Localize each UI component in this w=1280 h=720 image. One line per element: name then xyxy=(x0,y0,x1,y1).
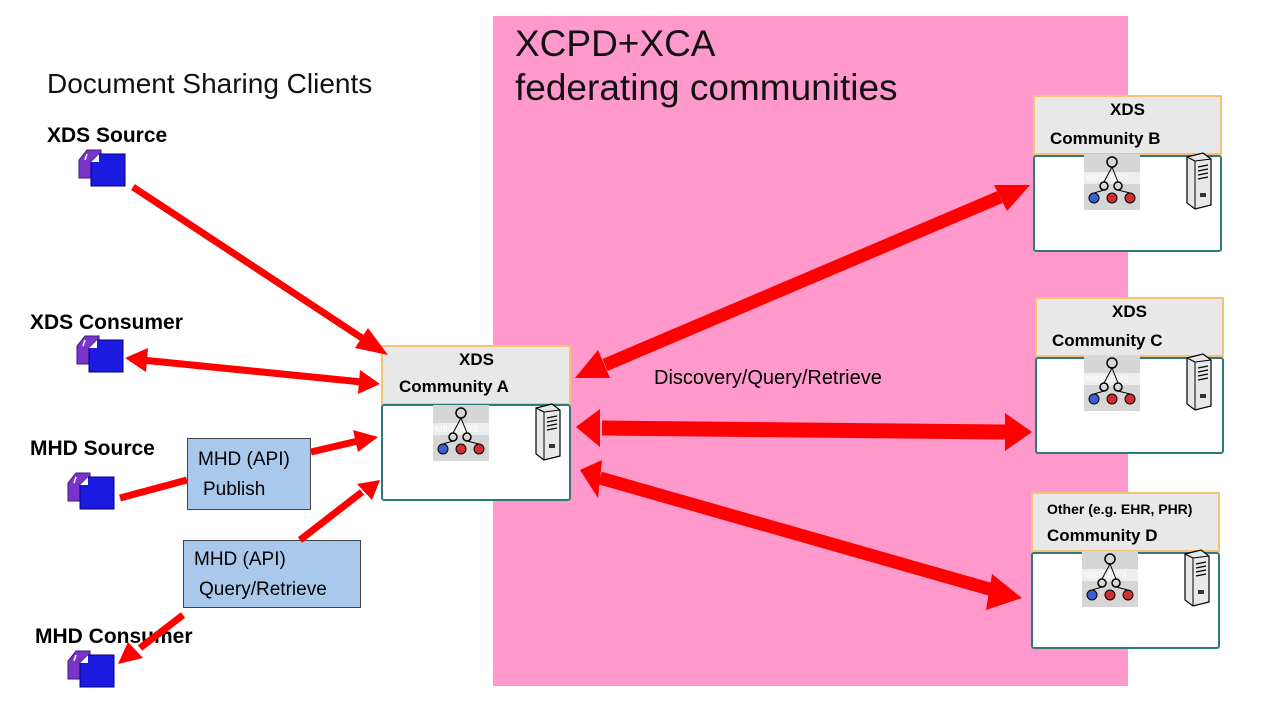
arrow-mhd-consumer-a xyxy=(137,612,186,651)
community-c-name: Community C xyxy=(1052,331,1163,350)
community-c-registry-icon xyxy=(1083,354,1141,412)
community-b-name: Community B xyxy=(1050,129,1161,148)
mhd-publish-box: MHD (API) Publish xyxy=(187,438,311,510)
arrow-mhd-source-a xyxy=(119,476,188,502)
community-d-type: Other (e.g. EHR, PHR) xyxy=(1047,501,1193,517)
federation-region xyxy=(493,16,1128,686)
community-a-server-icon xyxy=(535,403,561,461)
mhd-source-icon xyxy=(67,472,115,510)
community-c-type: XDS xyxy=(1112,302,1147,321)
arrow-a-to-c xyxy=(601,420,1006,440)
community-d-header: Other (e.g. EHR, PHR) Community D xyxy=(1031,492,1220,552)
mhd-consumer-icon xyxy=(67,650,115,688)
mhd-query-line-2: Query/Retrieve xyxy=(199,579,327,600)
arrow-mhd-consumer-b xyxy=(297,489,365,543)
diagram-title: XCPD+XCA federating communities xyxy=(515,22,898,110)
xds-consumer-label: XDS Consumer xyxy=(30,311,183,334)
mhd-source-label: MHD Source xyxy=(30,437,155,460)
arrow-xds-consumer xyxy=(141,356,363,386)
xds-source-label: XDS Source xyxy=(47,124,168,147)
community-b-header: XDS Community B xyxy=(1033,95,1222,155)
mhd-query-box: MHD (API) Query/Retrieve xyxy=(183,540,361,608)
community-b-server-icon xyxy=(1186,152,1212,210)
community-b-registry-icon xyxy=(1083,153,1141,211)
clients-title: Document Sharing Clients xyxy=(47,68,373,99)
community-d-server-icon xyxy=(1184,549,1210,607)
title-line-1: XCPD+XCA xyxy=(515,23,716,64)
community-d-registry-icon xyxy=(1081,550,1139,608)
xds-source-icon xyxy=(78,149,126,187)
mhd-publish-line-2: Publish xyxy=(203,479,266,500)
community-a-type: XDS xyxy=(459,350,494,369)
community-a-registry-icon xyxy=(432,404,490,462)
community-a-header: XDS Community A xyxy=(381,345,571,405)
community-a-name: Community A xyxy=(399,377,509,396)
mhd-publish-line-1: MHD (API) xyxy=(198,449,290,470)
arrow-mhd-source-b xyxy=(310,437,359,456)
community-b-type: XDS xyxy=(1110,100,1145,119)
discovery-label: Discovery/Query/Retrieve xyxy=(654,367,882,389)
xds-consumer-icon xyxy=(76,335,124,373)
arrow-a-to-d xyxy=(598,471,1002,599)
community-c-server-icon xyxy=(1186,353,1212,411)
title-line-2: federating communities xyxy=(515,67,898,108)
arrow-xds-source xyxy=(131,184,367,343)
community-c-header: XDS Community C xyxy=(1035,297,1224,357)
community-d-name: Community D xyxy=(1047,526,1158,545)
arrow-a-to-b xyxy=(602,191,1003,371)
mhd-query-line-1: MHD (API) xyxy=(194,549,286,570)
